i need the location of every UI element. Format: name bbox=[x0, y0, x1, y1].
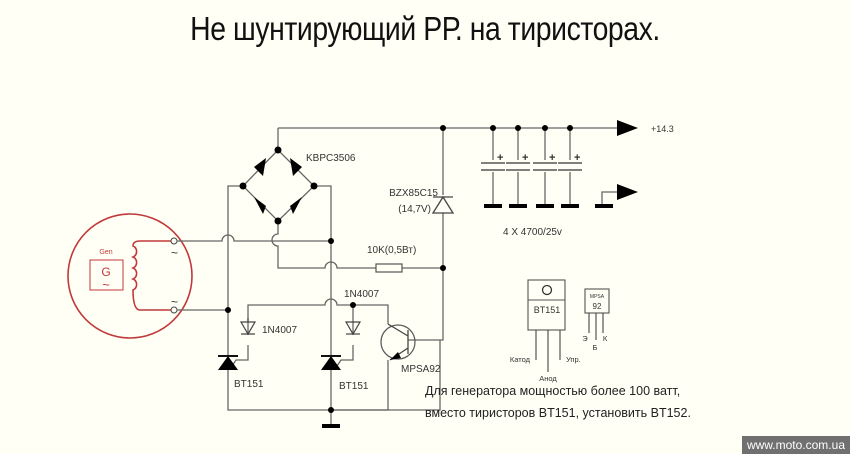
mpsa92-pinout-line1: MPSA bbox=[590, 294, 605, 300]
transistor: MPSA92 bbox=[380, 323, 441, 375]
resistor-label: 10K(0,5Вт) bbox=[367, 245, 416, 256]
generator-label: Gen bbox=[99, 249, 112, 256]
generator: Gen G ~ ~ ~ bbox=[67, 213, 193, 339]
diode-1: 1N4007 bbox=[239, 318, 297, 336]
pin-anode: Анод bbox=[539, 374, 557, 383]
output-positive-arrow bbox=[617, 120, 638, 136]
cap-plus-2: + bbox=[522, 152, 528, 164]
zener-voltage-label: (14,7V) bbox=[398, 204, 431, 215]
bridge-label: KBPC3506 bbox=[306, 153, 356, 164]
stator-coil bbox=[131, 240, 172, 311]
wiring bbox=[177, 127, 620, 425]
ground-symbol bbox=[322, 424, 340, 428]
bt151-pinout-name: BT151 bbox=[534, 305, 561, 315]
generator-wave: ~ bbox=[102, 277, 110, 292]
output-ground-arrow bbox=[617, 184, 638, 200]
pin-base: Б bbox=[593, 343, 598, 352]
watermark: www.moto.com.ua bbox=[741, 436, 850, 454]
terminal-bottom-label: ~ bbox=[171, 295, 178, 309]
mpsa92-pinout: MPSA 92 Э Б К bbox=[582, 288, 610, 352]
zener-diode: BZX85C15 (14,7V) bbox=[389, 188, 455, 215]
generator-outline bbox=[67, 213, 193, 339]
note-line-2: вместо тиристоров BT151, установить BT15… bbox=[425, 406, 691, 420]
diode-1-label: 1N4007 bbox=[262, 325, 297, 336]
diode-bridge: KBPC3506 bbox=[239, 146, 356, 225]
output-voltage-label: +14.3 bbox=[651, 124, 674, 134]
terminal-top-label: ~ bbox=[171, 246, 178, 260]
thyristor-1: BT151 bbox=[218, 355, 264, 390]
terminal-top bbox=[170, 237, 178, 245]
capacitors-label: 4 X 4700/25v bbox=[503, 227, 562, 238]
output: +14.3 bbox=[617, 120, 674, 200]
pin-collector: К bbox=[603, 334, 608, 343]
note-line-1: Для генератора мощностью более 100 ватт, bbox=[425, 384, 681, 398]
diode-2-label: 1N4007 bbox=[344, 289, 379, 300]
diagram-title: Не шунтирующий РР. на тиристорах. bbox=[190, 10, 660, 47]
resistor: 10K(0,5Вт) bbox=[367, 245, 416, 273]
pin-emitter: Э bbox=[582, 334, 588, 343]
cap-plus-3: + bbox=[549, 152, 555, 164]
capacitor-bank: + + + + 4 X 4700/25v bbox=[481, 152, 613, 238]
transistor-label: MPSA92 bbox=[401, 364, 441, 375]
cap-plus-4: + bbox=[574, 152, 580, 164]
thyristor-2: BT151 bbox=[321, 355, 369, 392]
note: Для генератора мощностью более 100 ватт,… bbox=[425, 380, 691, 424]
thyristor-1-label: BT151 bbox=[234, 379, 264, 390]
pin-gate: Упр. bbox=[566, 355, 581, 364]
pin-cathode: Катод bbox=[510, 355, 531, 364]
generator-box bbox=[89, 259, 124, 291]
bt151-pinout: BT151 Катод Анод Упр. bbox=[510, 279, 581, 383]
cap-plus-1: + bbox=[497, 152, 503, 164]
zener-part-label: BZX85C15 bbox=[389, 188, 438, 199]
junctions bbox=[225, 125, 573, 413]
mpsa92-pinout-line2: 92 bbox=[593, 302, 602, 311]
thyristor-2-label: BT151 bbox=[339, 381, 369, 392]
generator-symbol: G bbox=[101, 265, 110, 279]
diode-2: 1N4007 bbox=[344, 289, 379, 336]
